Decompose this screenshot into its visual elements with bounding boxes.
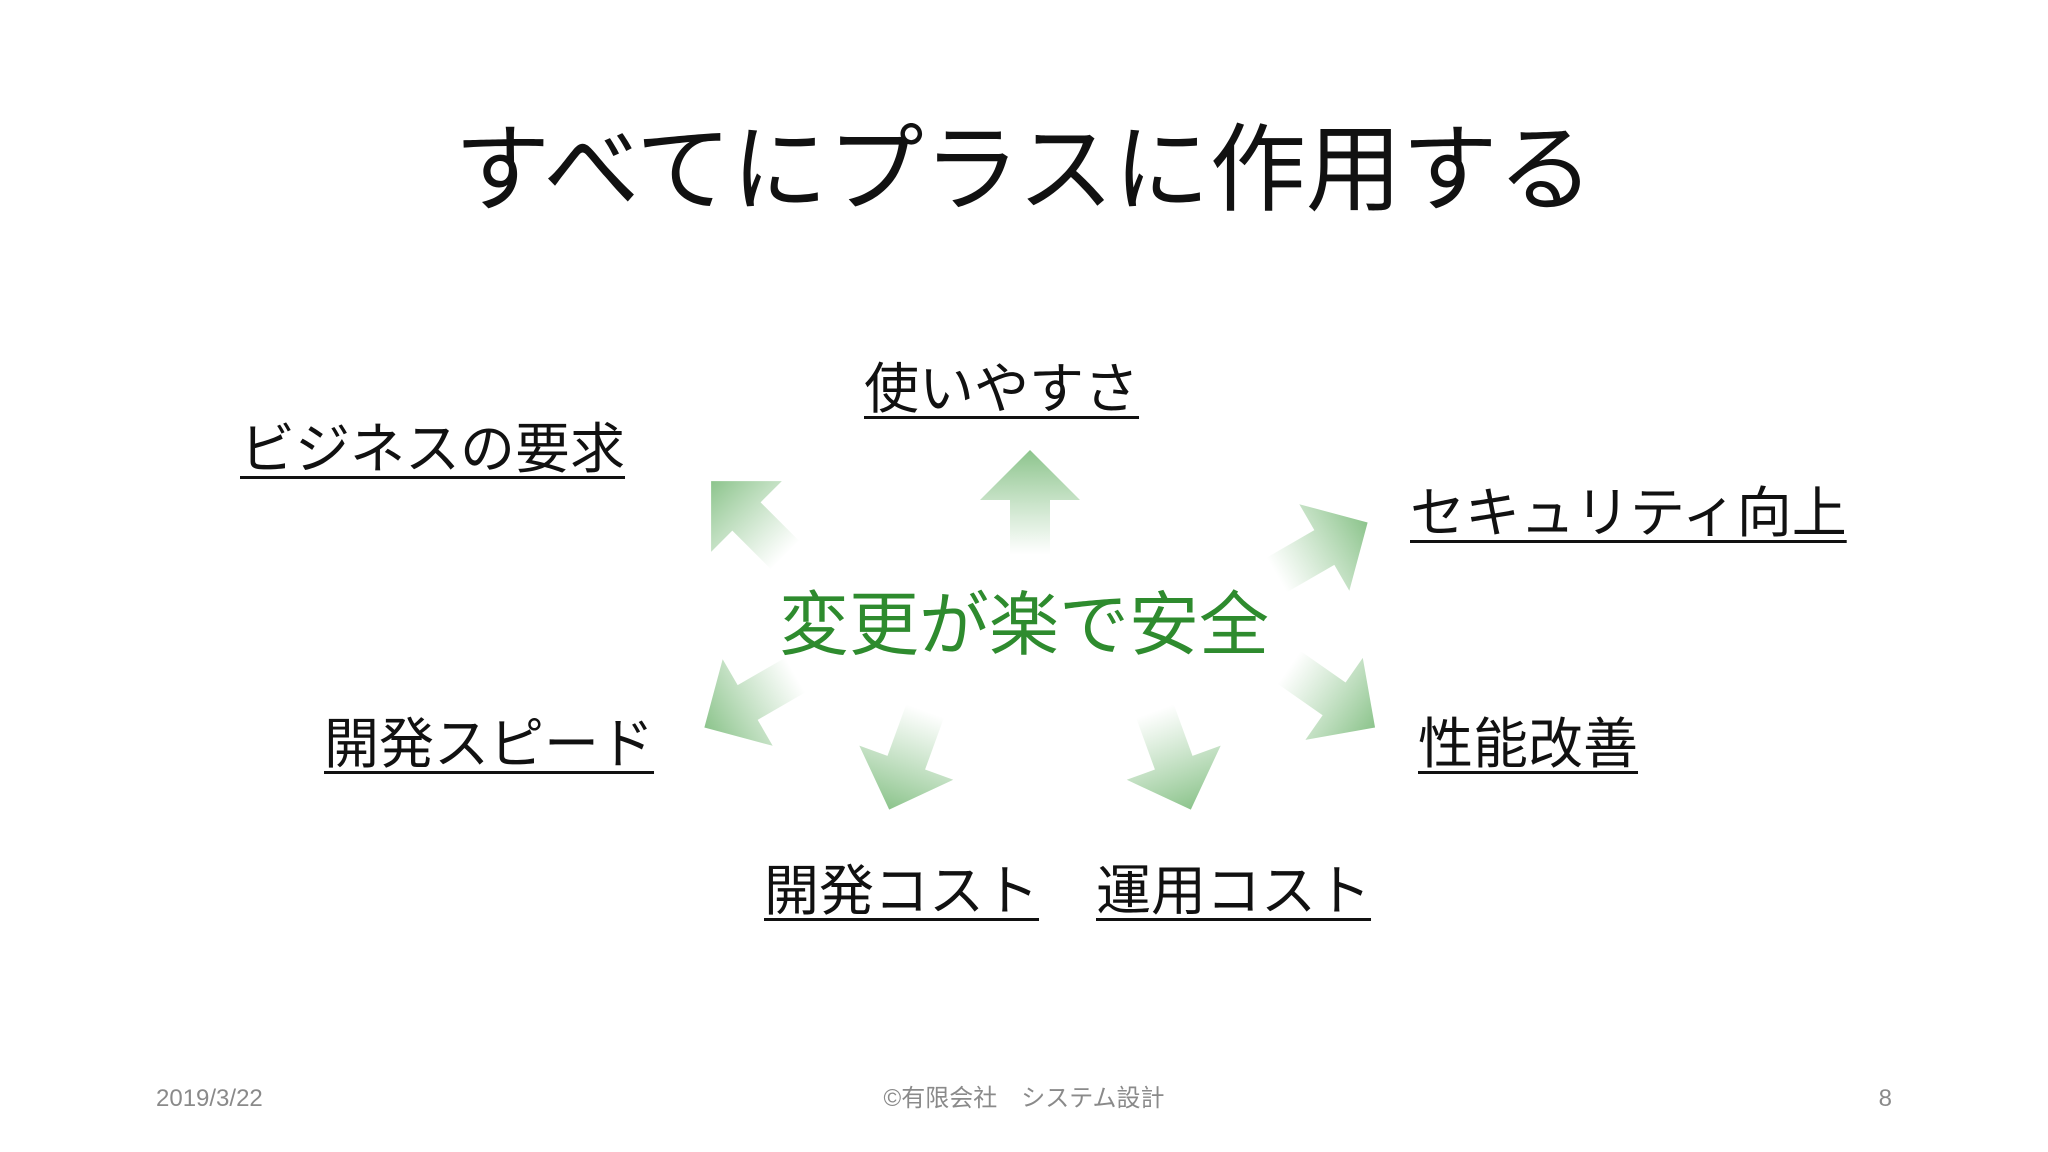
outcome-development-speed: 開発スピード: [324, 712, 655, 776]
center-label: 変更が楽で安全: [779, 584, 1269, 666]
arrow-up-left-business: [711, 481, 800, 570]
outcome-development-cost: 開発コスト: [764, 859, 1040, 923]
arrow-down-devcost: [859, 704, 954, 810]
arrow-down-opcost: [1126, 704, 1221, 810]
footer-copyright: ©有限会社 システム設計: [883, 1085, 1165, 1112]
outcome-business-requirements: ビジネスの要求: [240, 417, 626, 481]
outcome-performance: 性能改善: [1418, 712, 1639, 776]
outcome-operation-cost: 運用コスト: [1096, 859, 1372, 923]
footer-date: 2019/3/22: [156, 1085, 263, 1112]
outcome-usability: 使いやすさ: [864, 357, 1140, 421]
arrow-up-usability: [980, 450, 1080, 555]
page-number: 8: [1878, 1085, 1892, 1112]
slide-title: すべてにプラスに作用する: [454, 114, 1594, 226]
outcome-security: セキュリティ向上: [1410, 481, 1847, 545]
